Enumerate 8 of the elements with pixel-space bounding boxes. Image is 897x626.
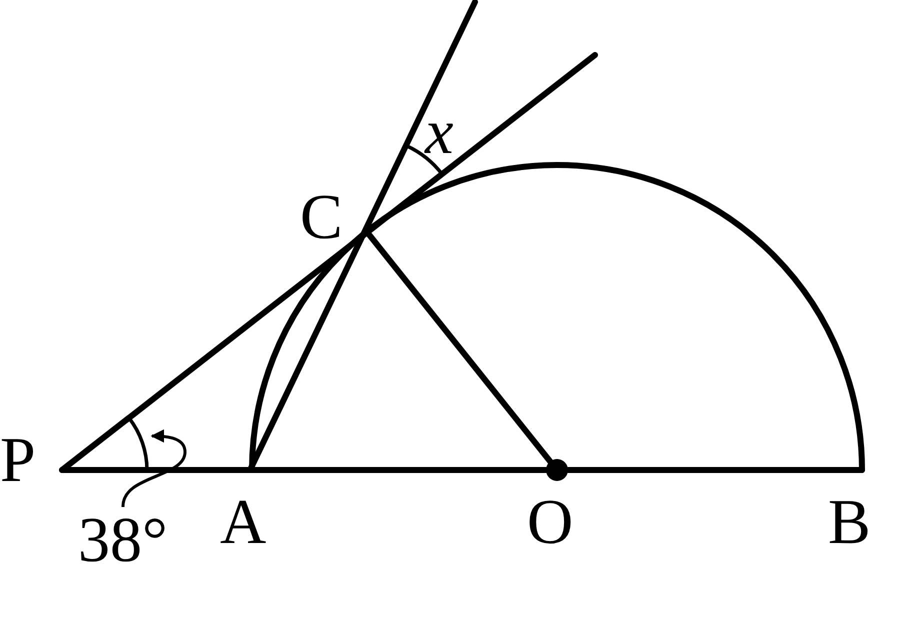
angle-label: x [425,100,454,164]
point-label: B [828,490,871,554]
angle-label: 38° [78,508,168,572]
point-label: O [527,490,574,554]
point-label: A [220,490,266,554]
point-label: C [300,185,343,249]
leader-line [122,429,186,508]
point-label: P [0,428,36,492]
